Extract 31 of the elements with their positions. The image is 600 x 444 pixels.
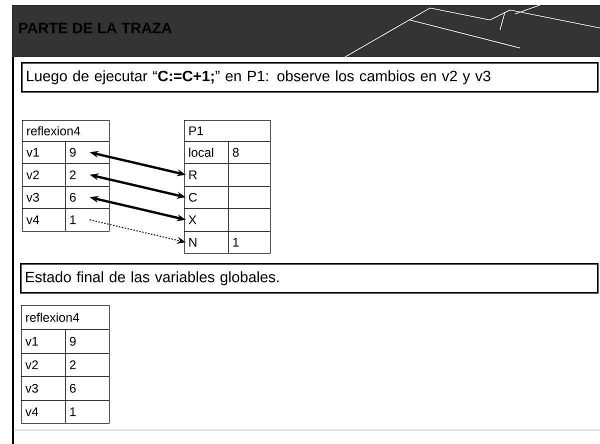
table-cell: X	[184, 208, 229, 232]
table-cell: v3	[21, 376, 66, 401]
instruction-box: Estado final de las variables globales.	[20, 263, 599, 294]
table-cell: 1	[65, 208, 110, 232]
table-cell: 2	[65, 353, 110, 377]
table-cell: 2	[65, 163, 110, 187]
table-cell: 9	[65, 329, 110, 354]
table-cell: 1	[228, 231, 271, 254]
empty-cell	[228, 186, 271, 209]
table-cell: C	[184, 186, 229, 209]
table-cell: 9	[65, 141, 110, 164]
table-cell: 1	[65, 400, 110, 424]
table-cell: v4	[22, 208, 66, 232]
table-cell: reflexion4	[22, 120, 110, 142]
table-cell: P1	[184, 120, 271, 142]
table-cell: R	[184, 163, 229, 187]
table-cell: v3	[22, 186, 66, 209]
instruction-box: Luego de ejecutar “C:=C+1;” en P1: observe los cambios en v2 y v3	[21, 62, 599, 93]
table-cell: N	[184, 231, 229, 254]
table-cell: v4	[21, 400, 66, 424]
table-cell: 6	[65, 186, 110, 209]
table-cell: 8	[228, 141, 271, 164]
table-cell: v2	[21, 353, 66, 377]
table-cell: v1	[21, 329, 66, 354]
empty-cell	[228, 208, 271, 232]
table-cell: 6	[65, 376, 110, 401]
empty-cell	[228, 163, 271, 187]
table-cell: local	[184, 141, 229, 164]
table-cell: v1	[22, 141, 66, 164]
table-cell: v2	[22, 163, 66, 187]
table-cell: reflexion4	[21, 305, 110, 330]
